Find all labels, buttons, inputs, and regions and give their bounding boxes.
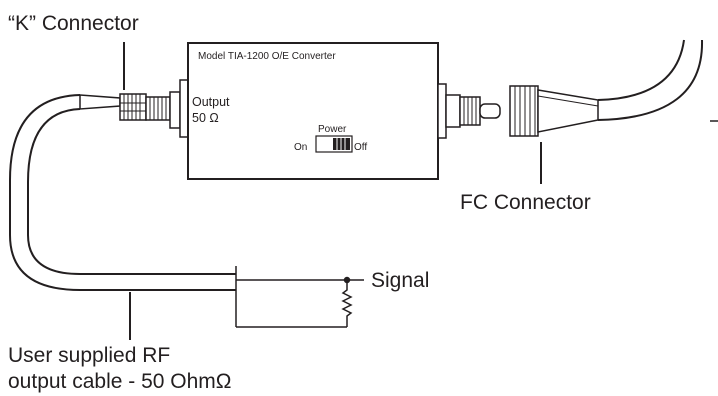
power-label: Power (318, 124, 347, 135)
strain-relief-mid (537, 95, 599, 107)
rf-output-cable (9, 94, 236, 291)
termination-resistor (341, 280, 353, 327)
fc-ferrule (479, 103, 501, 119)
fc-connector-label: FC Connector (460, 191, 591, 214)
k-connector (79, 79, 189, 138)
cable-label-line2: output cable - 50 OhmΩ (8, 370, 231, 393)
power-switch[interactable] (315, 135, 353, 153)
fc-strain-relief (537, 89, 599, 133)
signal-label: Signal (371, 269, 429, 292)
signal-termination (235, 266, 364, 328)
k-flange (169, 91, 181, 129)
fc-adapter (445, 94, 461, 128)
k-connector-label: “K” Connector (8, 12, 139, 35)
k-thread-lines (149, 97, 167, 120)
oe-converter-box: Model TIA-1200 O/E Converter Output 50 Ω… (187, 42, 439, 180)
power-switch-grip (336, 138, 346, 150)
fc-thread (459, 96, 481, 126)
fc-coupling-nut (509, 85, 539, 137)
fc-thread-lines (463, 97, 477, 125)
cable-inner-edge (27, 108, 236, 275)
fc-connector (437, 83, 599, 139)
on-label: On (294, 142, 307, 153)
cable-boot (79, 94, 121, 110)
k-nut-ribs (120, 94, 146, 120)
converter-enclosure (187, 42, 439, 180)
off-label: Off (354, 142, 367, 153)
output-label: Output (192, 95, 230, 109)
fiber-inner-edge (597, 39, 704, 121)
fiber-outer-edge (597, 39, 685, 101)
fc-nut-ribs (514, 86, 536, 136)
optical-fiber (597, 39, 718, 122)
model-label: Model TIA-1200 O/E Converter (198, 51, 336, 62)
leader-lines (123, 42, 542, 340)
impedance-label: 50 Ω (192, 111, 219, 125)
fc-bulkhead (437, 83, 447, 139)
cable-label-line1: User supplied RF (8, 344, 170, 367)
cable-outer-edge (9, 94, 236, 291)
output-bulkhead (179, 79, 189, 138)
